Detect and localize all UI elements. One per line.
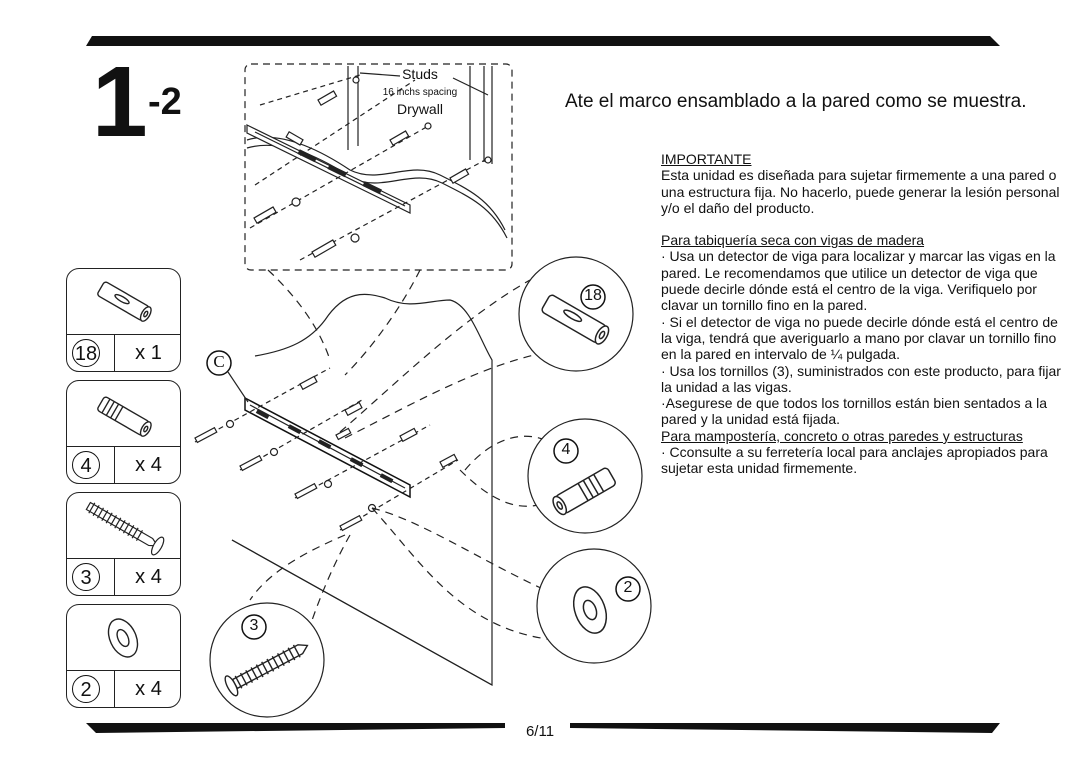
detail-parts [253,76,492,259]
step-sub-number: -2 [148,81,182,123]
spacing-label: 16 inchs spacing [382,87,458,98]
washer-icon [107,618,139,658]
studs-label: Studs [402,66,438,82]
zoom-connectors [249,279,561,661]
headline: Ate el marco ensamblado a la pared como … [565,91,1027,112]
drywall-label: Drywall [397,101,443,117]
part-number: 18 [72,339,100,367]
detail-studs [347,66,493,164]
part-number: 2 [72,675,100,703]
callout-screw: 3 [249,617,259,634]
drywall-step-3: · Usa los tornillos (3), suministrados c… [661,362,1061,395]
part-quantity: x 4 [135,566,162,588]
anchor-sleeve-icon [97,281,152,322]
plastic-anchor-icon [97,396,152,437]
part-card-plastic-anchor: 4 x 4 [66,380,181,484]
masonry-heading: Para mampostería, concreto o otras pared… [661,427,1023,444]
part-number: 3 [72,563,100,591]
part-quantity: x 4 [135,678,162,700]
important-heading: IMPORTANTE [661,151,752,167]
detail-inset [244,63,513,271]
callout-letter-c: C [213,352,225,371]
drywall-step-4: ·Asegurese de que todos los tornillos es… [661,395,1048,428]
callout-plastic-anchor: 4 [561,441,571,458]
masonry-step-1: · Cconsulte a su ferretería local para a… [661,444,1048,477]
part-card-washer: 2 x 4 [66,604,181,708]
part-number: 4 [72,451,100,479]
part-card-anchor-sleeve: 18 x 1 [66,268,181,372]
important-text: Esta unidad es diseñada para sujetar fir… [661,167,1060,216]
drywall-heading: Para tabiquería seca con vigas de madera [661,232,925,249]
screw-icon [85,501,165,556]
zoom-circle-plastic-anchor [527,418,643,534]
mounting-rail [244,396,411,499]
footer-rule-right [570,723,1000,733]
drywall-step-1: · Usa un detector de viga para localizar… [661,248,1056,314]
step-number: 1 [92,46,148,158]
main-screws [194,367,459,532]
callout-anchor-sleeve: 18 [584,287,602,304]
page-number: 6/11 [525,723,555,740]
part-quantity: x 4 [135,454,162,476]
part-card-screw: 3 x 4 [66,492,181,596]
drywall-step-2: · Si el detector de viga no puede decirl… [661,313,1058,363]
wall-panel [231,293,493,687]
detail-rail [246,124,411,214]
header-rule [86,36,1000,46]
footer-rule-left [86,723,505,733]
part-quantity: x 1 [135,342,162,364]
callout-washer: 2 [623,579,633,596]
instructions: IMPORTANTE Esta unidad es diseñada para … [661,151,1071,477]
